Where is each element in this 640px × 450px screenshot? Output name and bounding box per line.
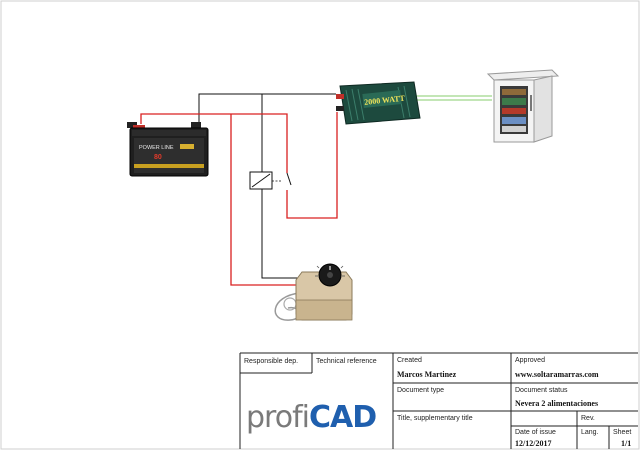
thermostat xyxy=(274,263,353,321)
ac-wires xyxy=(414,95,492,101)
relay-switch xyxy=(286,172,292,186)
battery-brand: POWER LINE xyxy=(139,145,174,151)
relay xyxy=(249,171,292,190)
inverter: 2000 WATT xyxy=(336,81,421,125)
fridge-shelves xyxy=(502,89,526,132)
title-block xyxy=(239,352,638,449)
inverter-label: 2000 WATT xyxy=(364,94,406,107)
positive-wires xyxy=(140,112,338,286)
battery: POWER LINE 80 xyxy=(127,122,209,177)
battery-capacity: 80 xyxy=(154,154,162,161)
fridge xyxy=(486,69,560,143)
